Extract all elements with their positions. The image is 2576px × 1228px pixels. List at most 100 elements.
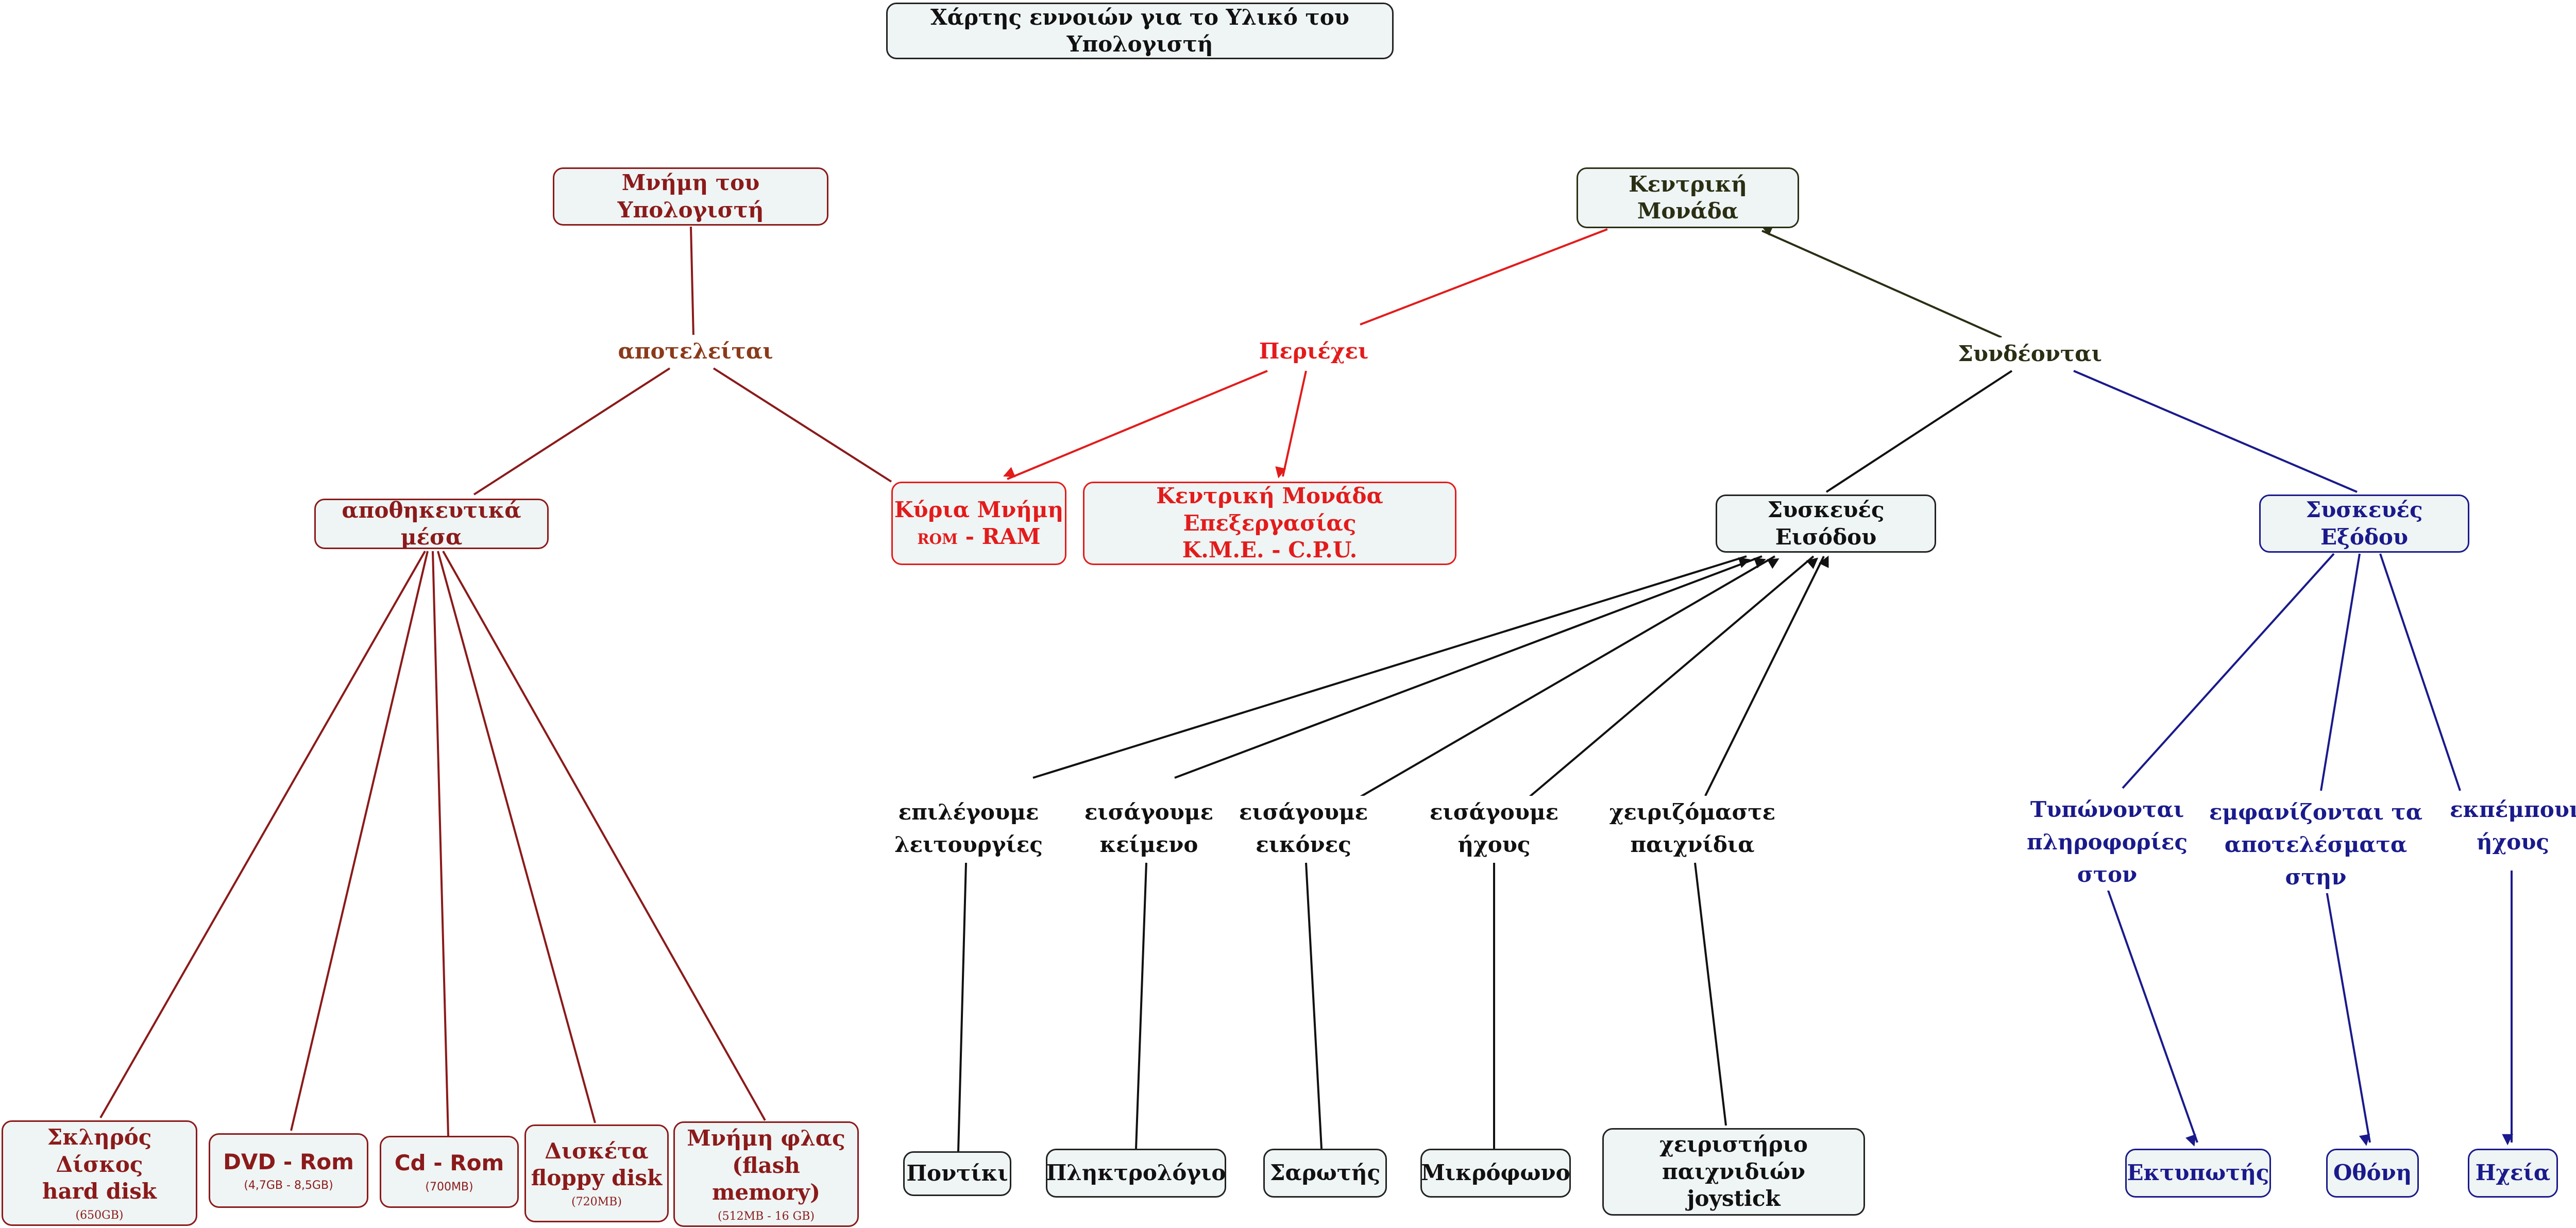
node-hard-disk-line2: hard disk [42, 1179, 157, 1204]
map-title: Χάρτης εννοιών για το Υλικό του Υπολογισ… [886, 3, 1394, 59]
link-text-line1: εισάγουμε [1084, 799, 1214, 825]
node-hard-disk-size: (650GB) [75, 1208, 124, 1222]
edge-connected-central [1761, 225, 2002, 338]
link-games-line2: παιχνίδια [1630, 832, 1755, 857]
node-floppy-size: (720MB) [571, 1195, 622, 1208]
edge-mouse-select [957, 862, 967, 1152]
node-screen[interactable]: Οθόνη [2326, 1149, 2419, 1198]
node-main-memory-rom: ROM [917, 531, 958, 548]
node-floppy-line2: floppy disk [531, 1165, 663, 1191]
link-enter-images: εισάγουμε εικόνες [1236, 796, 1370, 861]
link-displayed: εμφανίζονται τα αποτελέσματα στην [2202, 796, 2429, 893]
edge-joystick-games [1694, 862, 1727, 1126]
node-storage-media[interactable]: αποθηκευτικά μέσα [314, 497, 549, 550]
link-print-line2: πληροφορίες στον [2026, 829, 2188, 887]
node-speakers[interactable]: Ηχεία [2468, 1149, 2558, 1198]
node-main-memory-line2: ROM - RAM [917, 523, 1040, 551]
link-consists-of: αποτελείται [611, 335, 781, 367]
link-enter-text: εισάγουμε κείμενο [1082, 796, 1216, 861]
edge-output-emit [2379, 553, 2461, 791]
node-main-memory-line1: Κύρια Μνήμη [894, 497, 1064, 522]
link-games-line1: χειριζόμαστε [1609, 799, 1776, 825]
edge-connected-output [2073, 370, 2358, 493]
link-print-line1: Τυπώνονται [2030, 797, 2184, 822]
node-speakers-label: Ηχεία [2475, 1160, 2551, 1186]
edge-consists-mainmem [713, 367, 892, 483]
node-flash-line2: (flash memory) [711, 1152, 821, 1205]
node-main-memory[interactable]: Κύρια Μνήμη ROM - RAM [891, 482, 1066, 565]
link-contains: Περιέχει [1252, 335, 1376, 367]
node-dvd-size: (4,7GB - 8,5GB) [244, 1179, 333, 1192]
link-contains-text: Περιέχει [1259, 338, 1369, 364]
node-cd-rom[interactable]: Cd - Rom (700MB) [380, 1136, 519, 1208]
link-emit-line1: εκπέμπουν [2450, 797, 2576, 822]
edge-select-input [1032, 555, 1751, 779]
link-printed: Τυπώνονται πληροφορίες στον [2012, 793, 2202, 891]
node-output-devices-label: Συσκευές Εξόδου [2306, 497, 2423, 550]
link-emit-line2: ήχους [2477, 829, 2549, 855]
node-keyboard[interactable]: Πληκτρολόγιο [1046, 1149, 1226, 1198]
node-cd-size: (700MB) [425, 1180, 473, 1193]
node-screen-label: Οθόνη [2333, 1160, 2412, 1186]
edge-games-input [1704, 555, 1829, 796]
edge-contains-mainmem [1003, 370, 1268, 480]
edge-storage-cd [432, 551, 449, 1136]
link-display-line2: αποτελέσματα στην [2224, 832, 2408, 890]
node-scanner[interactable]: Σαρωτής [1263, 1149, 1387, 1198]
edge-consists-storage [473, 367, 671, 496]
node-microphone[interactable]: Μικρόφωνο [1420, 1149, 1571, 1198]
link-select-line2: λειτουργίες [894, 832, 1043, 857]
edge-storage-flash [442, 551, 766, 1121]
node-cd-rom-label: Cd - Rom [394, 1150, 504, 1175]
edge-keyboard-text [1135, 862, 1147, 1149]
edge-scanner-images [1305, 862, 1323, 1149]
edge-sound-input [1527, 555, 1819, 799]
edge-display-screen [2323, 873, 2371, 1146]
link-connected: Συνδέονται [1953, 337, 2107, 370]
node-storage-media-label: αποθηκευτικά μέσα [342, 497, 521, 550]
node-dvd-rom[interactable]: DVD - Rom (4,7GB - 8,5GB) [209, 1133, 368, 1208]
node-printer[interactable]: Εκτυπωτής [2125, 1149, 2271, 1198]
node-keyboard-label: Πληκτρολόγιο [1046, 1160, 1226, 1186]
node-mouse[interactable]: Ποντίκι [903, 1151, 1011, 1196]
node-flash-line1: Μνήμη φλας [687, 1125, 845, 1151]
edge-storage-floppy [437, 551, 596, 1123]
edge-text-input [1174, 555, 1766, 779]
link-sound-line1: εισάγουμε [1429, 799, 1559, 825]
node-input-devices-label: Συσκευές Εισόδου [1767, 497, 1885, 550]
link-display-line1: εμφανίζονται τα [2209, 799, 2423, 825]
link-images-line1: εισάγουμε [1239, 799, 1368, 825]
node-scanner-label: Σαρωτής [1269, 1160, 1381, 1186]
node-mouse-label: Ποντίκι [906, 1161, 1008, 1186]
edge-contains-cpu [1275, 370, 1307, 479]
edge-output-display [2320, 553, 2361, 791]
node-flash-memory[interactable]: Μνήμη φλας (flash memory) (512MB - 16 GB… [673, 1121, 859, 1227]
node-joystick-line2: joystick [1687, 1186, 1781, 1212]
node-microphone-label: Μικρόφωνο [1421, 1160, 1570, 1186]
edge-central-contains [1360, 228, 1608, 326]
node-joystick[interactable]: χειριστήριο παιχνιδιών joystick [1602, 1128, 1865, 1216]
node-dvd-rom-label: DVD - Rom [223, 1149, 354, 1174]
node-memory[interactable]: Μνήμη του Υπολογιστή [553, 167, 828, 226]
link-connected-text: Συνδέονται [1958, 341, 2102, 366]
node-floppy[interactable]: Δισκέτα floppy disk (720MB) [524, 1124, 669, 1222]
link-images-line2: εικόνες [1256, 832, 1351, 857]
node-central-unit[interactable]: Κεντρική Μονάδα [1577, 167, 1799, 228]
node-cpu[interactable]: Κεντρική Μονάδα Επεξεργασίας Κ.Μ.Ε. - C.… [1083, 482, 1456, 565]
node-output-devices[interactable]: Συσκευές Εξόδου [2259, 494, 2469, 553]
node-central-unit-label: Κεντρική Μονάδα [1629, 171, 1747, 224]
node-hard-disk-line1: Σκληρός Δίσκος [47, 1124, 152, 1177]
edge-connected-input [1825, 370, 2013, 493]
node-printer-label: Εκτυπωτής [2127, 1160, 2269, 1186]
node-hard-disk[interactable]: Σκληρός Δίσκος hard disk (650GB) [2, 1120, 197, 1226]
link-emit-sounds: εκπέμπουν ήχους [2450, 793, 2576, 858]
edge-storage-dvd [290, 551, 429, 1131]
link-sound-line2: ήχους [1458, 832, 1531, 857]
link-handle-games: χειριζόμαστε παιχνίδια [1607, 796, 1777, 861]
node-memory-label: Μνήμη του Υπολογιστή [617, 170, 764, 223]
link-text-line2: κείμενο [1099, 832, 1198, 857]
node-joystick-line1: χειριστήριο παιχνιδιών [1659, 1132, 1808, 1184]
node-input-devices[interactable]: Συσκευές Εισόδου [1716, 494, 1936, 553]
link-select-line1: επιλέγουμε [898, 799, 1039, 825]
